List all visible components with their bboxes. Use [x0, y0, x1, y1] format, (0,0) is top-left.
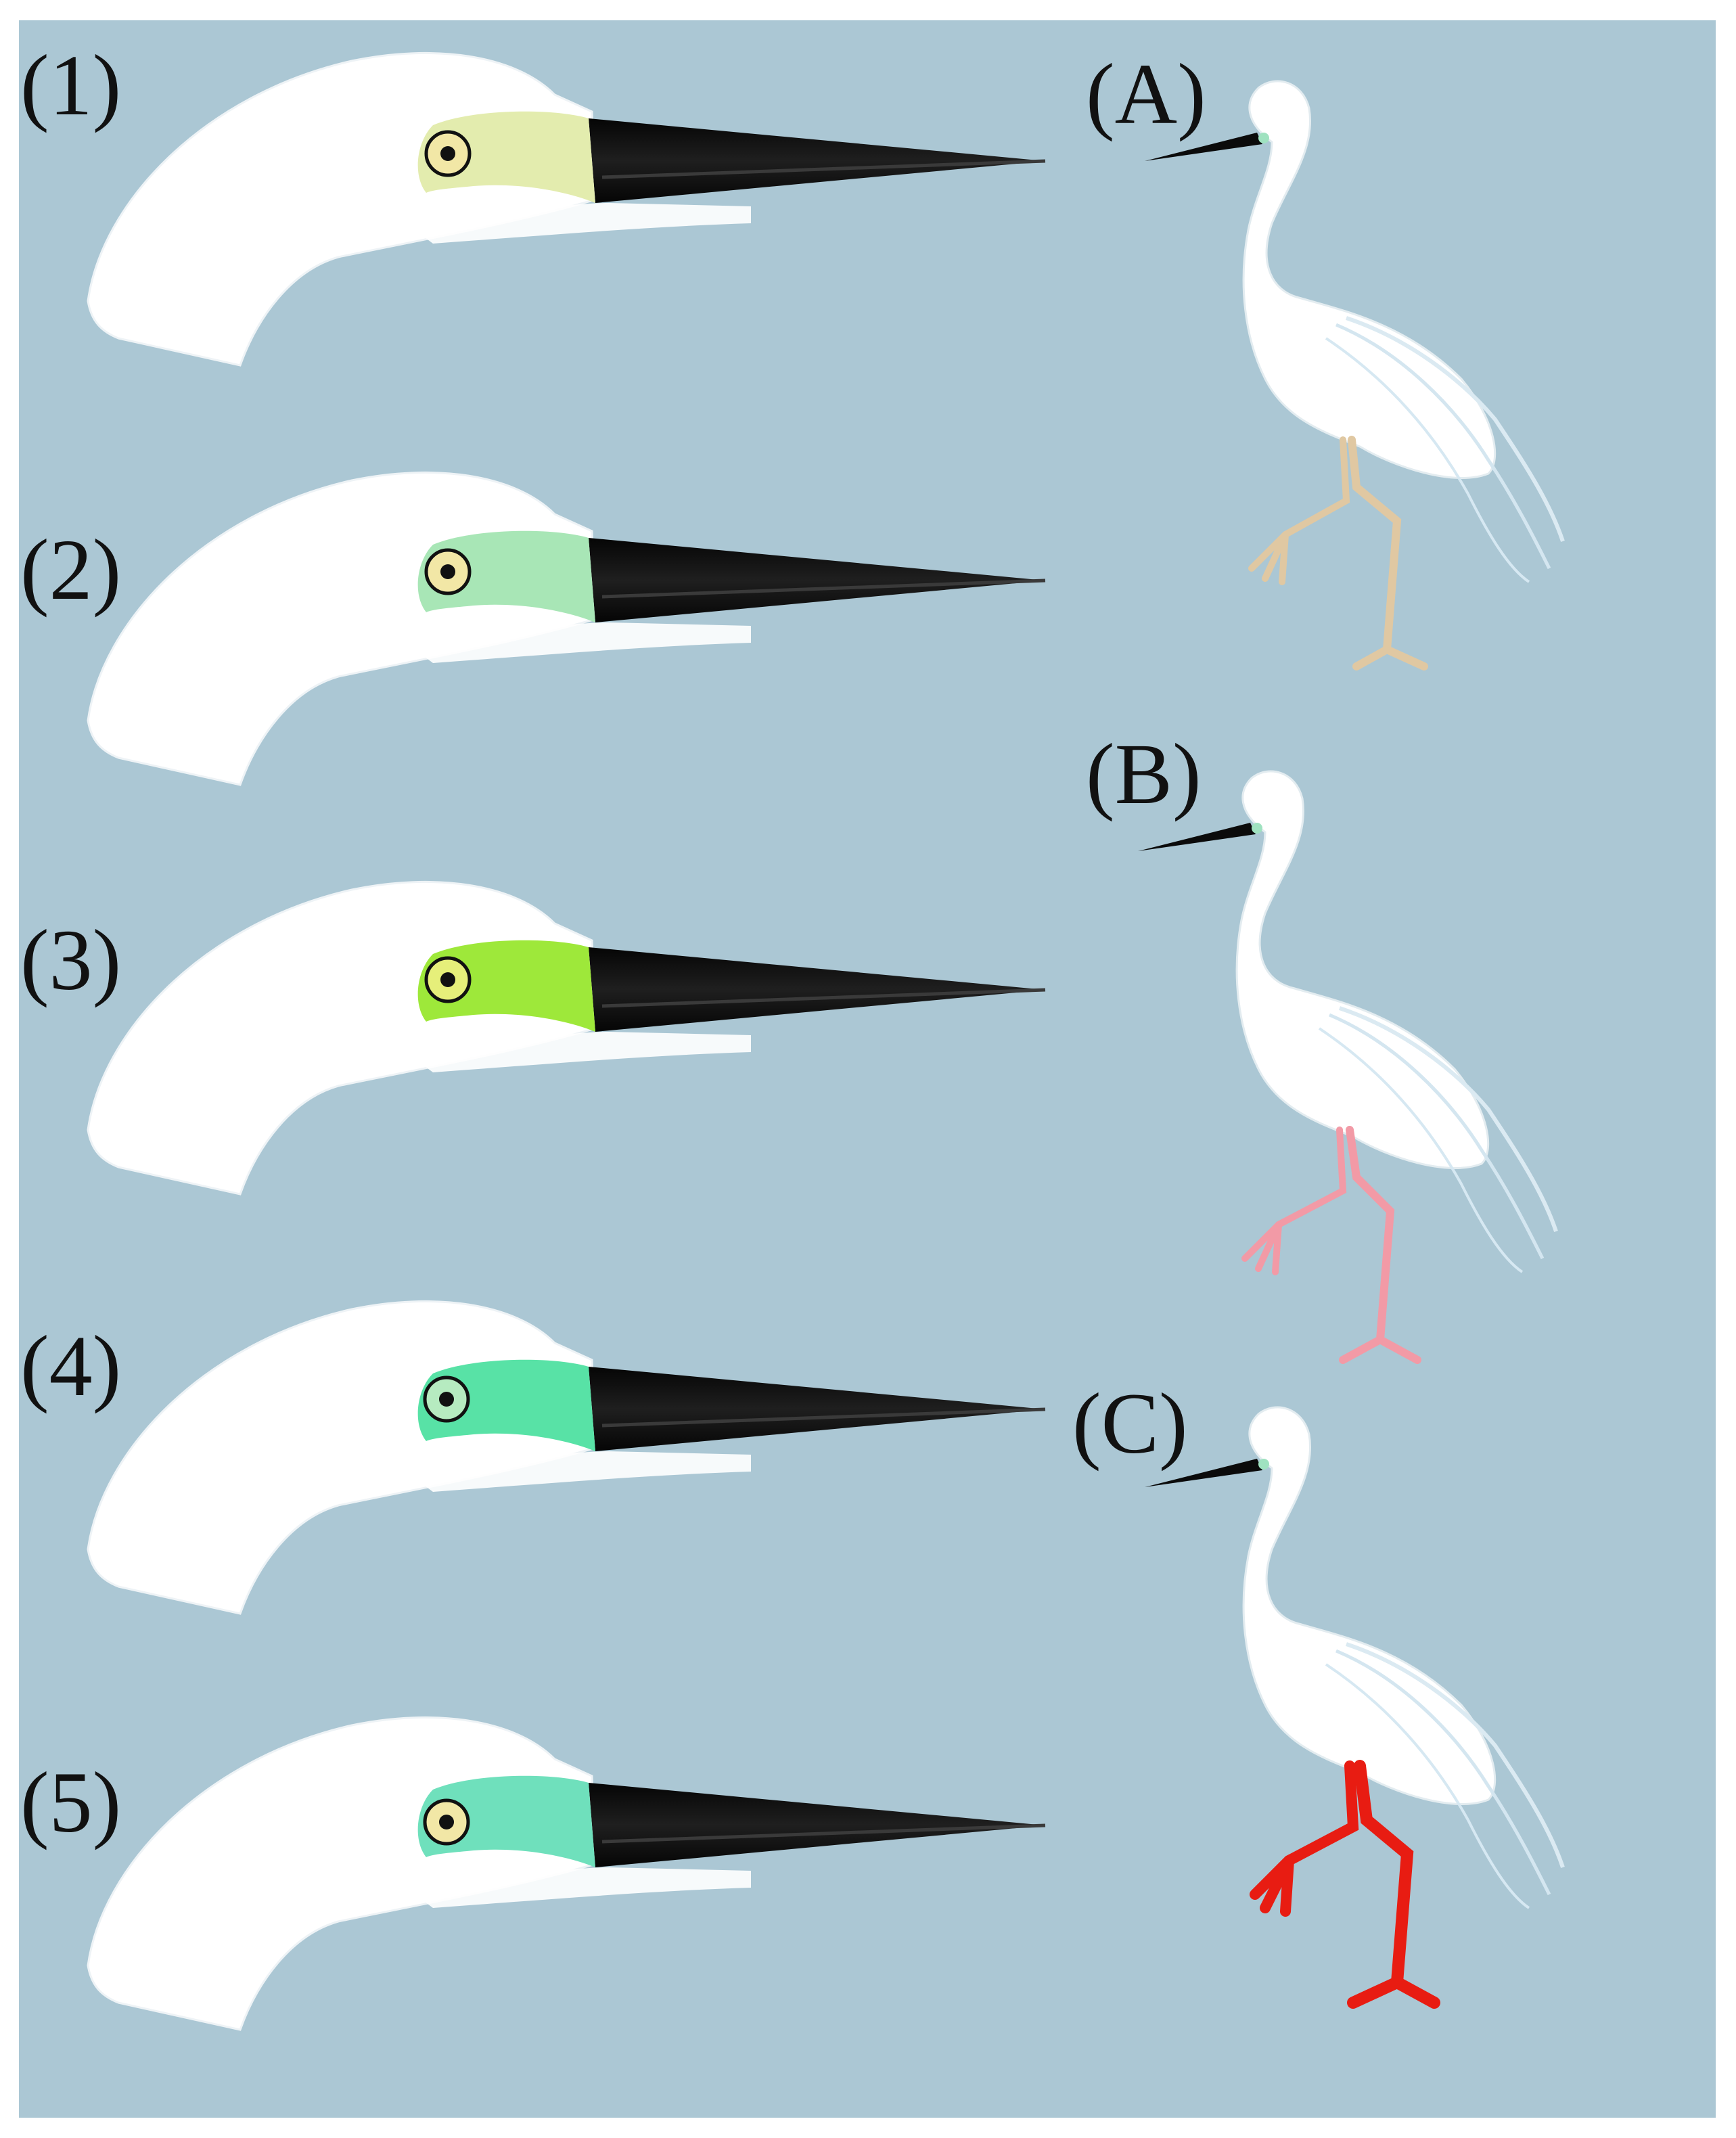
label-head-4: (4): [20, 1318, 122, 1414]
heron-head-5: [88, 1717, 1045, 2030]
egret-a: [1145, 81, 1563, 670]
heron-head-2: [88, 472, 1045, 785]
label-bird-c: (C): [1072, 1375, 1188, 1472]
heron-head-4: [88, 1301, 1045, 1614]
egret-b: [1138, 771, 1556, 1364]
heron-head-1: [88, 53, 1045, 365]
label-head-5: (5): [20, 1754, 122, 1850]
label-bird-a: (A): [1086, 46, 1206, 142]
egret-c: [1145, 1407, 1563, 2009]
label-head-3: (3): [20, 912, 122, 1008]
heron-head-3: [88, 882, 1045, 1194]
label-bird-b: (B): [1086, 726, 1202, 822]
label-head-1: (1): [20, 37, 122, 133]
label-head-2: (2): [20, 522, 122, 618]
